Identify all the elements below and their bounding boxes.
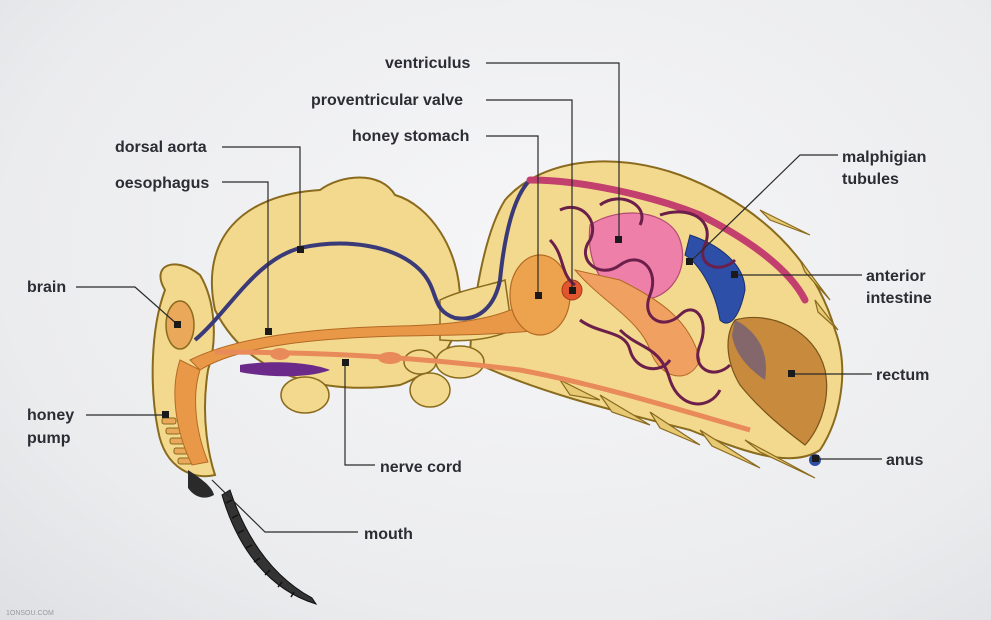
label-anus: anus (886, 452, 923, 469)
marker-anterior-intestine (731, 271, 738, 278)
leader-malphigian (689, 154, 838, 263)
leader-dorsal-aorta (222, 146, 301, 250)
marker-ventriculus (615, 236, 622, 243)
leader-proventricular-valve (486, 99, 573, 290)
label-anterior-line2: intestine (866, 290, 932, 307)
marker-brain (174, 321, 181, 328)
marker-honey-stomach (535, 292, 542, 299)
leader-ventriculus (486, 62, 620, 240)
leader-nerve-cord (344, 362, 375, 466)
dorsal-aorta-vessel (193, 178, 532, 342)
rectum-shade (732, 320, 766, 380)
marker-dorsal-aorta (297, 246, 304, 253)
internal-organs (161, 176, 828, 466)
label-honey-pump-line2: pump (27, 430, 71, 447)
malphigian-tubules-organ (548, 197, 737, 406)
leader-brain (76, 286, 179, 326)
watermark: 1ONSOU.COM (6, 610, 54, 617)
leader-mouth (211, 479, 358, 533)
aorta-abdominal (526, 176, 809, 304)
marker-proventricular-valve (569, 287, 576, 294)
label-honey-stomach: honey stomach (352, 128, 469, 145)
label-anterior-line1: anterior (866, 268, 926, 285)
label-proventricular-valve: proventricular valve (311, 92, 463, 109)
label-malphigian-line1: malphigian (842, 149, 926, 166)
mandible (188, 470, 214, 498)
marker-malphigian (686, 258, 693, 265)
ventral-nerve-cord (214, 349, 751, 433)
label-brain: brain (27, 279, 66, 296)
pharynx (174, 359, 209, 466)
label-malphigian-line2: tubules (842, 171, 899, 188)
label-rectum: rectum (876, 367, 929, 384)
labels: ventriculus proventricular valve honey s… (6, 55, 932, 617)
salivary-gland (240, 362, 330, 377)
label-oesophagus: oesophagus (115, 175, 209, 192)
proboscis (221, 489, 318, 605)
anterior-intestine-organ (684, 234, 746, 324)
small-intestine (573, 269, 701, 377)
abdomen-spines (558, 209, 839, 479)
leader-oesophagus (222, 181, 269, 332)
marker-nerve-cord (342, 359, 349, 366)
label-nerve-cord: nerve cord (380, 459, 462, 476)
marker-anus (812, 455, 819, 462)
label-honey-pump-line1: honey (27, 407, 74, 424)
marker-oesophagus (265, 328, 272, 335)
ganglion-1 (270, 348, 290, 360)
marker-honey-pump (162, 411, 169, 418)
ganglion-2 (378, 352, 402, 364)
proboscis-hairs (225, 499, 295, 598)
label-ventriculus: ventriculus (385, 55, 470, 72)
marker-rectum (788, 370, 795, 377)
label-mouth: mouth (364, 526, 413, 543)
label-dorsal-aorta: dorsal aorta (115, 139, 207, 156)
leader-honey-stomach (486, 135, 539, 296)
